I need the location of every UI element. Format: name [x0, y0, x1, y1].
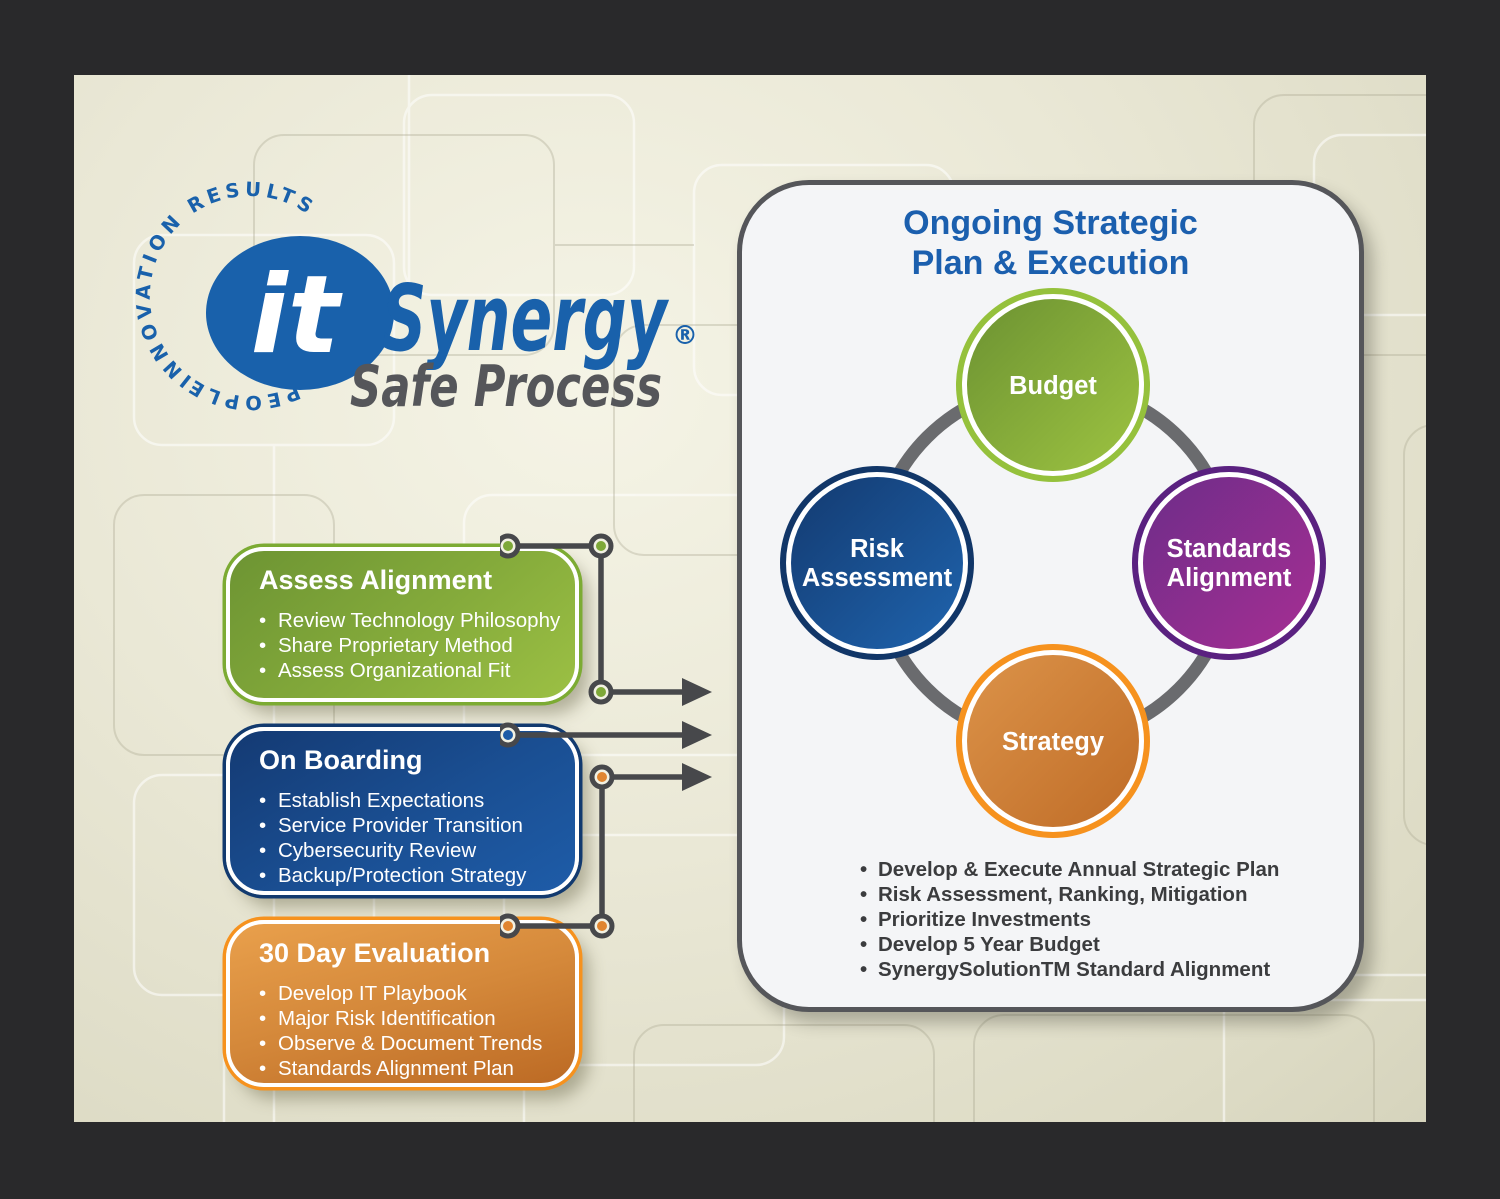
arc-text-results: RESULTS [184, 178, 321, 221]
bullet-item: Review Technology Philosophy [259, 608, 565, 633]
circle-fill [791, 477, 963, 649]
bullet-item: Develop IT Playbook [259, 981, 565, 1006]
panel-title-line1: Ongoing Strategic [903, 204, 1198, 242]
box-bullet-list: Develop IT Playbook Major Risk Identific… [259, 981, 565, 1081]
panel-bullet-item: Develop 5 Year Budget [860, 932, 1279, 957]
box-title: 30 Day Evaluation [259, 938, 491, 968]
circle-label: Strategy [1002, 728, 1105, 756]
panel-bullet-item: Risk Assessment, Ranking, Mitigation [860, 882, 1279, 907]
arrowhead-icon [682, 763, 712, 791]
node-dot-green [596, 687, 606, 697]
safe-process-text: Safe Process [350, 354, 662, 420]
bullet-item: Backup/Protection Strategy [259, 863, 565, 888]
bullet-item: Cybersecurity Review [259, 838, 565, 863]
bullet-item: Observe & Document Trends [259, 1031, 565, 1056]
node-dot-green [503, 541, 513, 551]
node-dot-orange [597, 921, 607, 931]
node-dot-blue [503, 730, 513, 740]
bullet-item: Standards Alignment Plan [259, 1056, 565, 1081]
circle-fill [967, 655, 1139, 827]
box-on-boarding: On Boarding Establish Expectations Servi… [226, 727, 579, 895]
connector-nodes [500, 533, 615, 939]
circle-fill [1143, 477, 1315, 649]
node-dot-green [596, 541, 606, 551]
panel-title-line2: Plan & Execution [911, 244, 1190, 282]
panel-title: Ongoing Strategic Plan & Execution [742, 203, 1359, 283]
arrowhead-icon [682, 678, 712, 706]
box-assess-alignment: Assess Alignment Review Technology Philo… [226, 547, 579, 702]
panel-bullet-item: Prioritize Investments [860, 907, 1279, 932]
itsynergy-logo: PEOPLE INNOVATION RESULTS it Synergy ® S… [132, 178, 698, 420]
poster-canvas: PEOPLE INNOVATION RESULTS it Synergy ® S… [74, 75, 1426, 1122]
box-30-day-evaluation: 30 Day Evaluation Develop IT Playbook Ma… [226, 920, 579, 1087]
box-bullet-list: Review Technology Philosophy Share Propr… [259, 608, 565, 683]
bullet-item: Share Proprietary Method [259, 633, 565, 658]
logo-synergy-text: Synergy [382, 265, 670, 372]
arrowhead-icon [682, 721, 712, 749]
panel-bullet-list: Develop & Execute Annual Strategic Plan … [860, 857, 1279, 982]
bullet-item: Service Provider Transition [259, 813, 565, 838]
box-bullet-list: Establish Expectations Service Provider … [259, 788, 565, 888]
bullet-item: Establish Expectations [259, 788, 565, 813]
bullet-item: Assess Organizational Fit [259, 658, 565, 683]
logo-oval [206, 236, 394, 390]
connector-arrows [500, 533, 712, 939]
box-title: Assess Alignment [259, 565, 493, 595]
bullet-item: Major Risk Identification [259, 1006, 565, 1031]
cycle-circle-strategy: Strategy [956, 644, 1150, 838]
cycle-circle-budget: Budget [956, 288, 1150, 482]
logo-it-text: it [251, 253, 343, 378]
arc-text-innovation: INNOVATION [132, 208, 196, 393]
node-dot-orange [597, 772, 607, 782]
strategic-plan-panel: Ongoing Strategic Plan & Execution [737, 180, 1364, 1012]
circle-label: Budget [1009, 372, 1097, 400]
circle-fill [967, 299, 1139, 471]
registered-mark: ® [672, 321, 698, 351]
panel-bullet-item: SynergySolutionTM Standard Alignment [860, 957, 1279, 982]
panel-bullet-item: Develop & Execute Annual Strategic Plan [860, 857, 1279, 882]
node-dot-orange [503, 921, 513, 931]
box-title: On Boarding [259, 745, 423, 775]
